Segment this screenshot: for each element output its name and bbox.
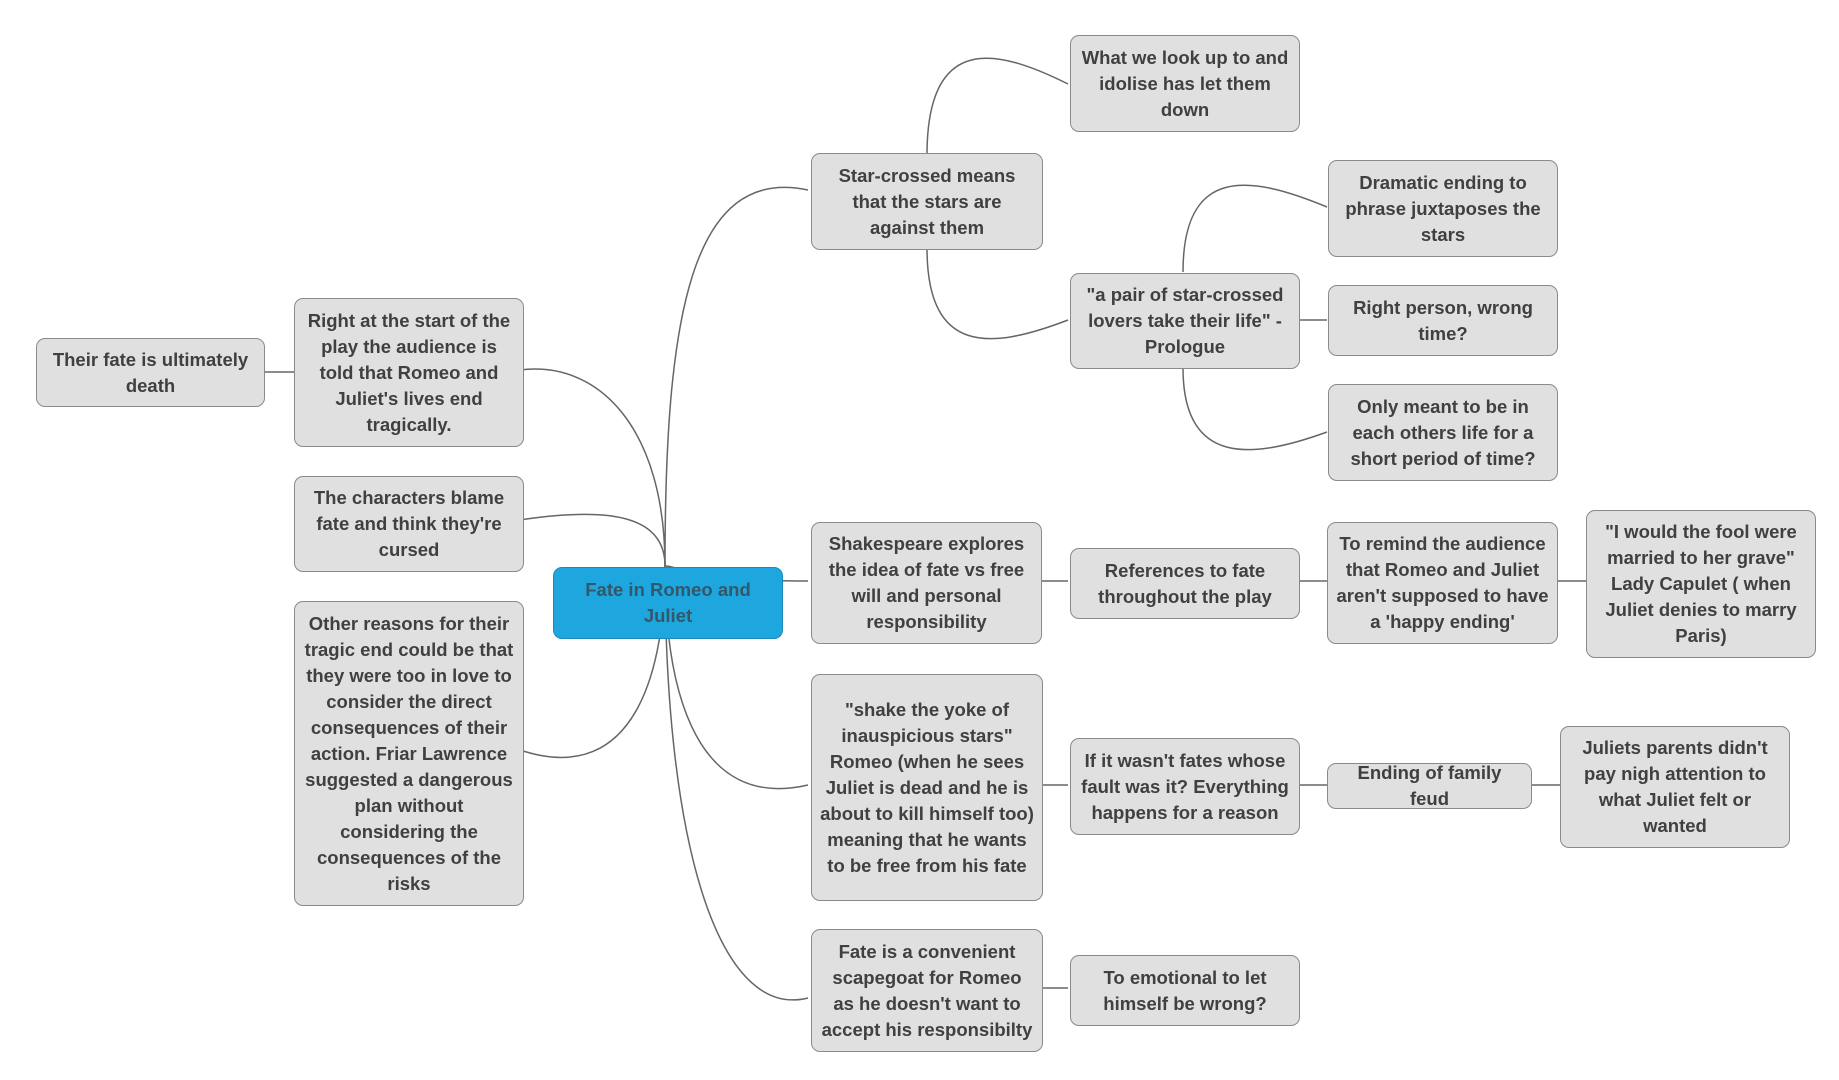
node-dramatic-ending[interactable]: Dramatic ending to phrase juxtaposes the… <box>1328 160 1558 257</box>
node-their-fate-death[interactable]: Their fate is ultimately death <box>36 338 265 407</box>
node-references-to-fate[interactable]: References to fate throughout the play <box>1070 548 1300 619</box>
connector <box>519 513 666 567</box>
node-remind-audience[interactable]: To remind the audience that Romeo and Ju… <box>1327 522 1558 644</box>
connector <box>926 247 1069 340</box>
node-other-reasons[interactable]: Other reasons for their tragic end could… <box>294 601 524 906</box>
connector <box>664 565 809 1001</box>
connector <box>519 368 666 567</box>
node-too-emotional[interactable]: To emotional to let himself be wrong? <box>1070 955 1300 1026</box>
node-characters-blame-fate[interactable]: The characters blame fate and think they… <box>294 476 524 572</box>
node-start-of-play[interactable]: Right at the start of the play the audie… <box>294 298 524 447</box>
node-shake-the-yoke-quote[interactable]: "shake the yoke of inauspicious stars" R… <box>811 674 1043 901</box>
node-whose-fault[interactable]: If it wasn't fates whose fault was it? E… <box>1070 738 1300 835</box>
node-shakespeare-explores[interactable]: Shakespeare explores the idea of fate vs… <box>811 522 1042 644</box>
node-pair-of-star-crossed-quote[interactable]: "a pair of star-crossed lovers take thei… <box>1070 273 1300 369</box>
node-right-person-wrong-time[interactable]: Right person, wrong time? <box>1328 285 1558 356</box>
node-convenient-scapegoat[interactable]: Fate is a convenient scapegoat for Romeo… <box>811 929 1043 1052</box>
connector <box>664 186 809 567</box>
node-idolise-let-down[interactable]: What we look up to and idolise has let t… <box>1070 35 1300 132</box>
root-node-fate-in-romeo-and-juliet[interactable]: Fate in Romeo and Juliet <box>553 567 783 639</box>
connector <box>1182 184 1328 273</box>
node-parents-attention[interactable]: Juliets parents didn't pay nigh attentio… <box>1560 726 1790 848</box>
node-star-crossed-meaning[interactable]: Star-crossed means that the stars are ag… <box>811 153 1043 250</box>
node-only-meant-short-period[interactable]: Only meant to be in each others life for… <box>1328 384 1558 481</box>
node-ending-of-family-feud[interactable]: Ending of family feud <box>1327 762 1532 809</box>
connector <box>926 57 1069 156</box>
node-lady-capulet-quote[interactable]: "I would the fool were married to her gr… <box>1586 510 1816 658</box>
connector <box>1182 367 1328 451</box>
